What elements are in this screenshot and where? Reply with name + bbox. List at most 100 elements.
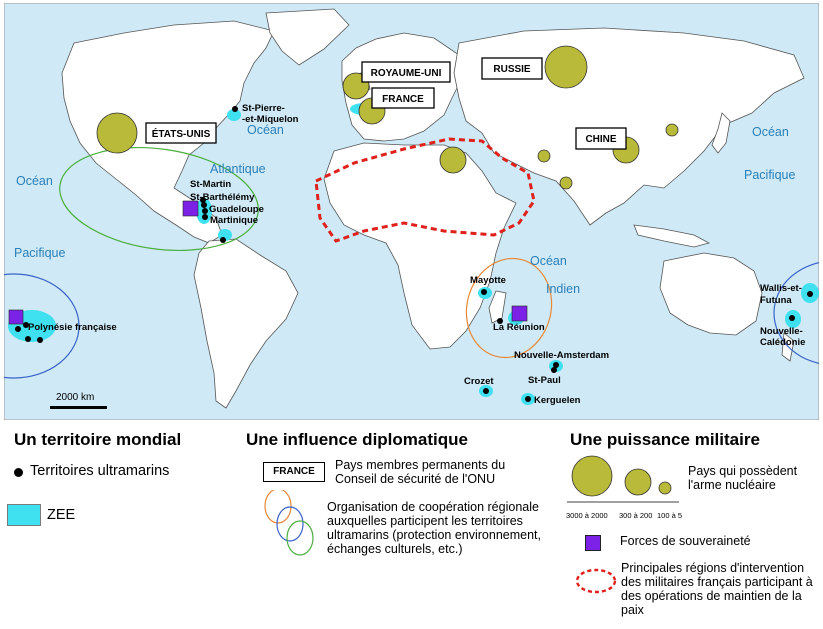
madagascar <box>488 290 507 324</box>
box-russia-label: RUSSIE <box>493 64 531 75</box>
legend-permanent-members: Pays membres permanents du Conseil de sé… <box>335 458 506 486</box>
scale-label: 2000 km <box>56 392 94 403</box>
box-china-label: CHINE <box>585 134 616 145</box>
label-reunion: La Réunion <box>493 322 545 333</box>
territory-dots <box>15 106 813 402</box>
legend-nuclear-small <box>658 481 672 495</box>
legend-title-diplomatic: Une influence diplomatique <box>246 430 468 449</box>
dot-st-barth <box>201 202 207 208</box>
legend-zee-swatch <box>7 504 41 526</box>
legend: Un territoire mondial Territoires ultram… <box>0 424 823 629</box>
legend-title-military: Une puissance militaire <box>570 430 760 449</box>
nuclear-circle-pakistan <box>537 149 551 163</box>
box-china <box>575 127 627 150</box>
label-ocean-atlantic-1: Océan <box>247 123 284 137</box>
australia <box>659 252 763 336</box>
intervention-zone <box>314 137 536 243</box>
dot-polynesie-4 <box>37 337 43 343</box>
label-st-paul: St-Paul <box>528 375 561 386</box>
label-ocean-atlantic-2: Atlantique <box>210 162 266 176</box>
label-st-pierre: St-Pierre- <box>242 103 285 114</box>
legend-sovereignty-square <box>585 535 601 551</box>
org-ellipse-pacific-west <box>4 273 80 379</box>
nuclear-circle-russia <box>544 45 588 89</box>
legend-org-ellipses <box>264 490 314 556</box>
dot-mayotte <box>481 289 487 295</box>
legend-intervention-label: Principales régions d'intervention des m… <box>621 561 813 617</box>
legend-intervention-ellipse <box>575 568 617 594</box>
label-crozet: Crozet <box>464 376 494 387</box>
dot-st-pierre <box>232 106 238 112</box>
dot-guadeloupe <box>202 208 208 214</box>
label-miquelon: -et-Miquelon <box>242 114 299 125</box>
zee-st-pierre <box>227 109 241 121</box>
dot-guyane <box>220 237 226 243</box>
legend-nuclear-medium <box>624 468 652 496</box>
label-ocean-indian-1: Océan <box>530 254 567 268</box>
label-kerguelen: Kerguelen <box>534 395 581 406</box>
label-martinique: Martinique <box>210 215 258 226</box>
dot-wallis <box>807 291 813 297</box>
label-ocean-indian-2: Indien <box>546 282 580 296</box>
nuclear-circle-north-korea <box>665 123 679 137</box>
legend-title-territory: Un territoire mondial <box>14 430 182 449</box>
org-ellipse-caribbean <box>59 146 259 252</box>
sovereignty-square-antilles <box>182 200 199 217</box>
legend-nuclear-label: Pays qui possèdent l'arme nucléaire <box>688 464 798 492</box>
legend-regional-org: Organisation de coopération régionale au… <box>327 500 541 556</box>
label-futuna: Futuna <box>760 295 792 306</box>
org-ellipse-pacific-east <box>773 262 819 364</box>
legend-box-sample: FRANCE <box>263 462 325 482</box>
indonesia <box>633 224 711 248</box>
legend-intervention-sample <box>575 568 617 594</box>
legend-org-green <box>286 520 314 556</box>
label-ocean-pacific-e-2: Pacifique <box>744 168 795 182</box>
label-ocean-pacific-e-1: Océan <box>752 125 789 139</box>
legend-zee-label: ZEE <box>47 507 76 523</box>
box-uk <box>361 61 451 83</box>
label-ocean-pacific-w-1: Océan <box>16 174 53 188</box>
dot-st-paul <box>551 367 557 373</box>
un-member-boxes: ÉTATS-UNIS ROYAUME-UNI FRANCE RUSSIE CHI… <box>145 57 627 150</box>
scale-line <box>50 406 107 409</box>
territory-labels: St-Pierre- -et-Miquelon St-Martin St-Bar… <box>28 103 805 406</box>
label-guadeloupe: Guadeloupe <box>209 204 264 215</box>
legend-org-orange <box>264 490 292 524</box>
dot-polynesie-1 <box>15 326 21 332</box>
scale-bar: 2000 km <box>50 392 107 409</box>
nuclear-circle-india <box>559 176 573 190</box>
box-uk-label: ROYAUME-UNI <box>371 68 442 79</box>
dot-nouvelle-amsterdam <box>553 362 559 368</box>
label-polynesie: Polynésie française <box>28 322 117 333</box>
legend-org-blue <box>276 506 304 542</box>
nuclear-powers <box>96 45 679 190</box>
dot-polynesie-2 <box>23 322 29 328</box>
dot-kerguelen <box>525 396 531 402</box>
label-wallis: Wallis-et- <box>760 283 802 294</box>
label-st-barth: St-Barthélémy <box>190 192 255 203</box>
label-mayotte: Mayotte <box>470 275 506 286</box>
box-france-label: FRANCE <box>382 94 424 105</box>
box-usa-label: ÉTATS-UNIS <box>152 127 211 140</box>
nuclear-circle-israel <box>439 146 467 174</box>
dot-st-martin <box>200 197 206 203</box>
legend-sovereignty-label: Forces de souveraineté <box>620 534 751 548</box>
legend-nuclear-large <box>571 455 613 497</box>
legend-territory-dot <box>14 468 23 477</box>
south-america <box>193 238 299 409</box>
legend-territory-label: Territoires ultramarins <box>30 463 170 479</box>
world-map: Océan Atlantique Océan Pacifique Océan I… <box>4 3 819 420</box>
dot-reunion <box>497 318 503 324</box>
box-france <box>371 87 435 109</box>
label-nouvelle-amsterdam: Nouvelle-Amsterdam <box>514 350 609 361</box>
sovereignty-square-polynesie <box>8 309 24 325</box>
legend-size-small: 100 à 5 <box>657 511 682 520</box>
greenland <box>265 8 350 66</box>
box-usa <box>145 122 217 144</box>
legend-size-large: 3000 à 2000 <box>566 511 608 520</box>
dot-crozet <box>483 388 489 394</box>
nuclear-circle-usa <box>96 112 138 154</box>
label-st-martin: St-Martin <box>190 179 231 190</box>
japan <box>711 112 731 154</box>
dot-caledonie <box>789 315 795 321</box>
